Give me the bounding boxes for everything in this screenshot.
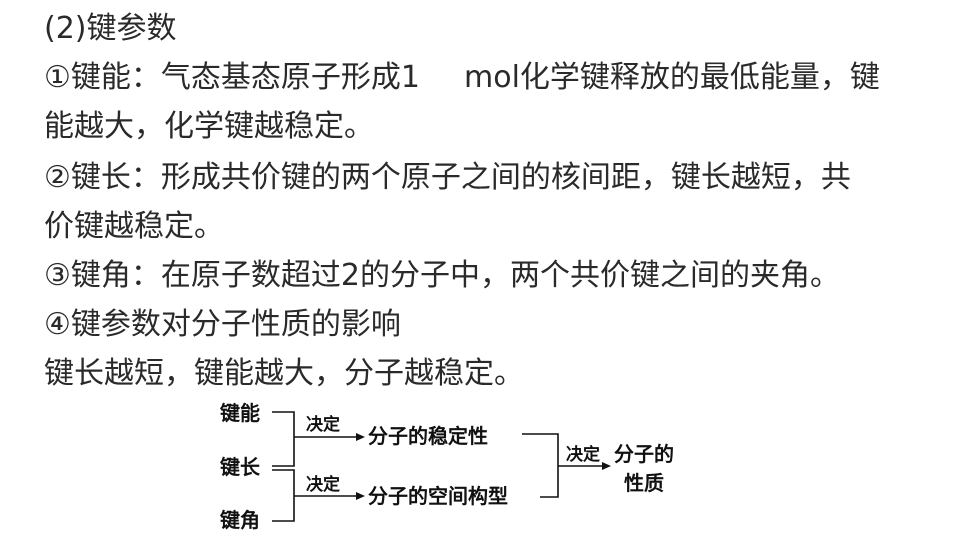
bond-params-influence-line: ④键参数对分子性质的影响 [44,307,401,342]
arrow-label-2: 决定 [306,474,340,495]
bond-energy-text-b: mol化学键释放的最低能量，键 [463,60,880,95]
bracket-bottom [272,469,295,522]
arrow-label-1: 决定 [306,414,340,435]
bracket-top [272,411,295,467]
input-bond-energy: 键能 [220,401,260,425]
mid-spatial-config: 分子的空间构型 [368,484,508,508]
input-bond-angle: 键角 [220,508,260,532]
section-heading: (2)键参数 [44,11,177,46]
arrow-head-3 [602,462,611,470]
bond-angle-line: ③键角：在原子数超过2的分子中，两个共价键之间的夹角。 [44,258,840,293]
final-line-2: 性质 [624,471,664,495]
bond-energy-text-a: ①键能：气态基态原子形成1 [44,60,420,95]
bond-energy-line-1: ①键能：气态基态原子形成1 mol化学键释放的最低能量，键 [44,58,880,98]
bond-length-line-1: ②键长：形成共价键的两个原子之间的核间距，键长越短，共 [44,160,851,195]
final-line-1: 分子的 [614,442,674,466]
bond-length-line-2: 价键越稳定。 [44,209,224,244]
input-bond-length: 键长 [220,455,261,479]
bracket-right [522,433,559,498]
mid-stability: 分子的稳定性 [368,424,488,448]
summary-line: 键长越短，键能越大，分子越稳定。 [44,356,524,391]
arrow-head-2 [356,492,365,500]
bond-energy-line-2: 能越大，化学键越稳定。 [44,109,374,144]
arrow-head-1 [356,433,365,441]
arrow-label-3: 决定 [566,444,600,465]
